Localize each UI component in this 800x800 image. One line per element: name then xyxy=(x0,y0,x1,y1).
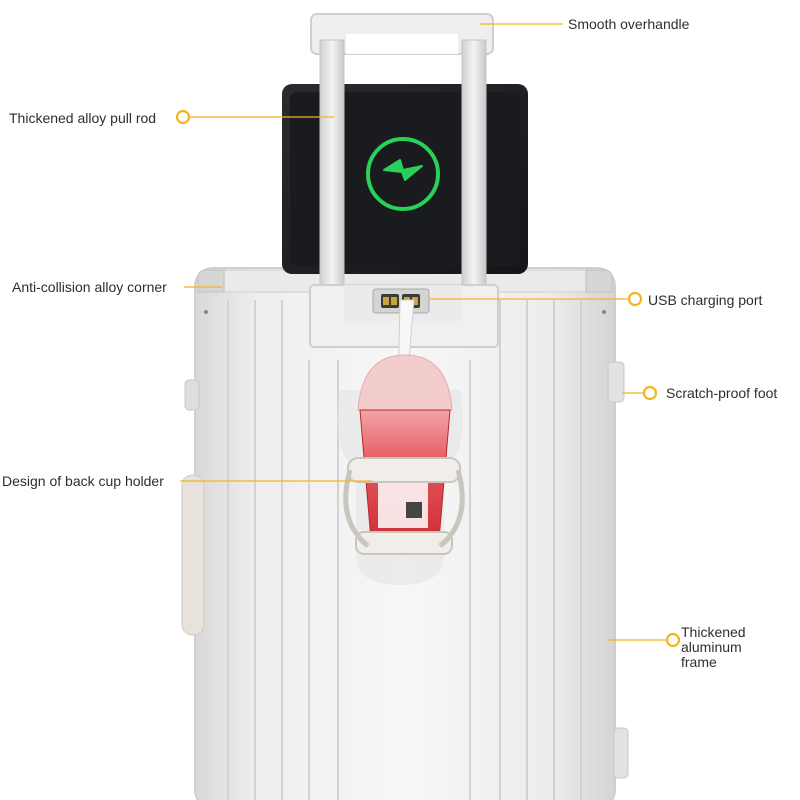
callout-corner: Anti-collision alloy corner xyxy=(12,279,167,295)
callout-pull-rod: Thickened alloy pull rod xyxy=(9,110,157,126)
alloy-corner-left xyxy=(197,269,225,293)
charging-ring xyxy=(366,137,440,211)
callout-markers xyxy=(175,109,681,648)
tablet xyxy=(282,84,528,274)
ring-marker-icon xyxy=(627,291,643,307)
back-cup-holder xyxy=(337,299,465,585)
callout-foot: Scratch-proof foot xyxy=(666,385,778,401)
callout-usb: USB charging port xyxy=(648,292,763,308)
ring-marker-icon xyxy=(175,109,191,125)
callout-lines xyxy=(180,23,666,641)
callout-cup-holder: Design of back cup holder xyxy=(2,473,164,489)
ring-marker-icon xyxy=(642,385,658,401)
lightning-bolt-icon xyxy=(383,159,423,181)
body-ribs xyxy=(227,300,582,800)
callout-overhandle: Smooth overhandle xyxy=(568,16,690,32)
drink-cup-lid xyxy=(357,354,453,411)
ring-marker-icon xyxy=(665,632,681,648)
scratch-proof-foot xyxy=(607,361,625,403)
callout-frame: Thickened aluminum frame xyxy=(681,624,746,670)
alloy-corner-right xyxy=(585,269,613,293)
